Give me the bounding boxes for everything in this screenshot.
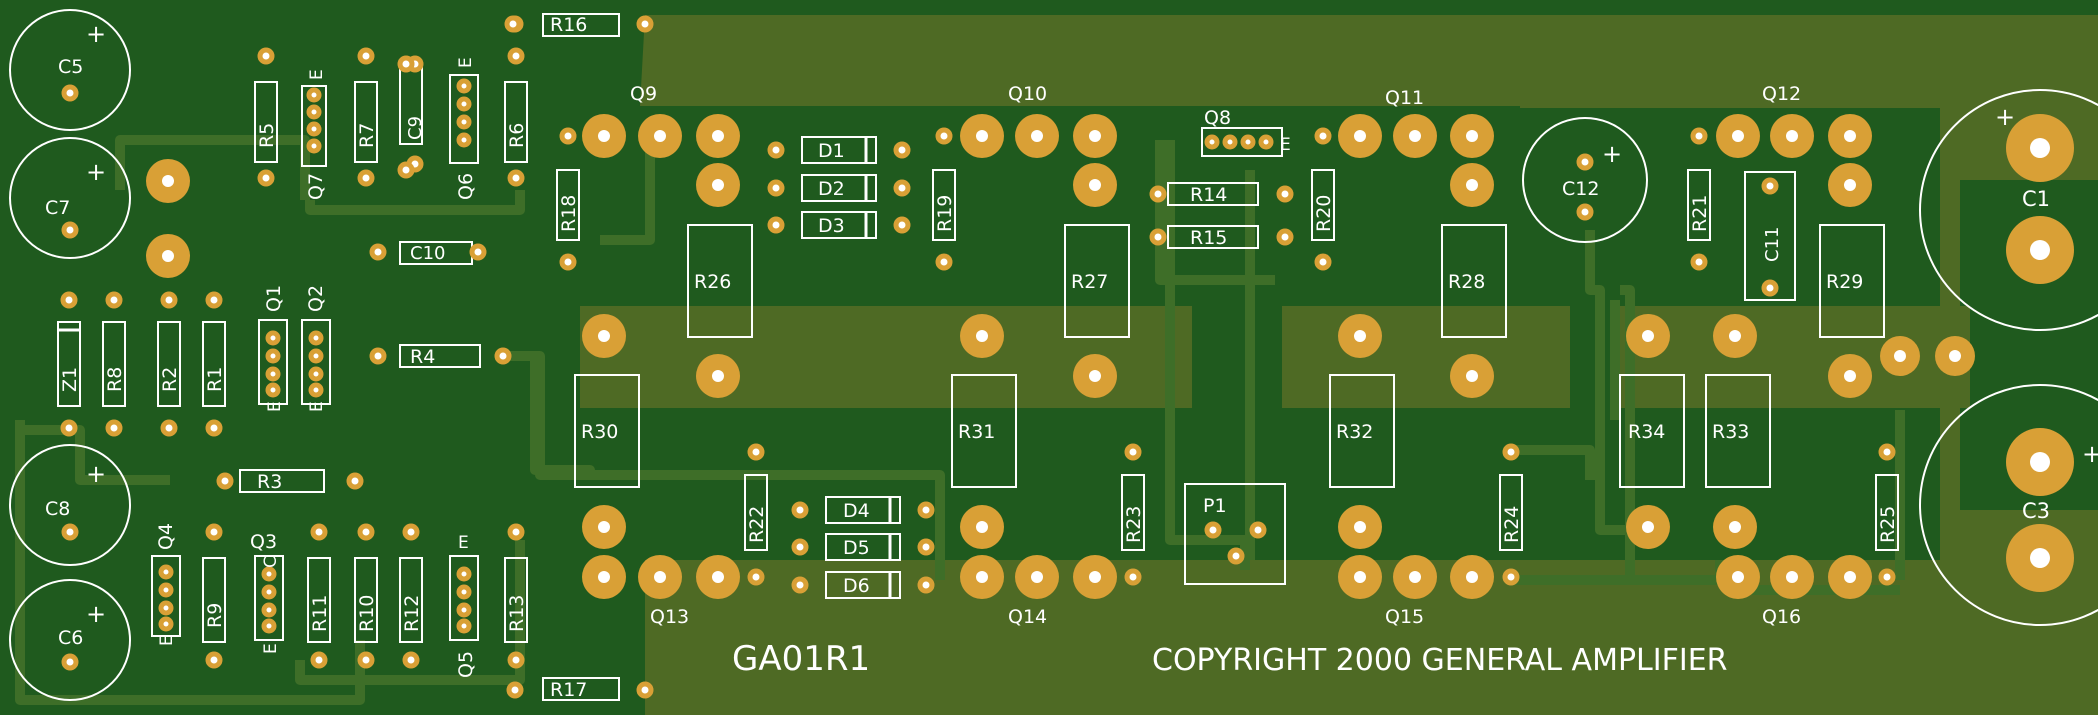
component-outlines <box>57 13 1899 701</box>
transistor-labels: Q9 Q10 Q11 Q12 Q8 Q13 Q14 Q15 Q16 Q7 Q6 … <box>155 83 1801 678</box>
label-c6: C6 <box>58 627 83 649</box>
label-c8: C8 <box>45 498 70 520</box>
label-r15: R15 <box>1190 227 1227 249</box>
emitter-q3: E <box>261 643 281 654</box>
collector-q3: C <box>261 556 281 568</box>
label-r11: R11 <box>309 595 331 632</box>
label-d5: D5 <box>843 537 870 559</box>
label-q16: Q16 <box>1762 606 1801 628</box>
label-d2: D2 <box>818 178 845 200</box>
label-r17: R17 <box>550 679 587 701</box>
label-q11: Q11 <box>1385 87 1424 109</box>
label-q15: Q15 <box>1385 606 1424 628</box>
plus-c6: + <box>86 600 106 628</box>
label-r29: R29 <box>1826 271 1863 293</box>
label-d1: D1 <box>818 140 845 162</box>
label-c9: C9 <box>405 116 426 140</box>
label-q3: Q3 <box>250 531 277 553</box>
label-r32: R32 <box>1336 421 1373 443</box>
label-q14: Q14 <box>1008 606 1047 628</box>
plus-c3: + <box>2082 440 2098 468</box>
copyright-notice: COPYRIGHT 2000 GENERAL AMPLIFIER <box>1152 643 1728 678</box>
emitter-q6: E <box>456 57 476 68</box>
emitter-q1: E <box>265 401 285 412</box>
label-d3: D3 <box>818 215 845 237</box>
label-p1: P1 <box>1203 495 1227 517</box>
diode-labels: D1 D2 D3 D4 D5 D6 <box>818 140 870 597</box>
label-r23: R23 <box>1123 506 1145 543</box>
label-r26: R26 <box>694 271 731 293</box>
diode-bands <box>58 137 892 598</box>
label-q13: Q13 <box>650 606 689 628</box>
label-r18: R18 <box>558 195 580 232</box>
label-r21: R21 <box>1689 195 1711 232</box>
emitter-q5: E <box>458 533 469 553</box>
label-c11: C11 <box>1762 227 1783 262</box>
label-q4: Q4 <box>155 523 177 550</box>
label-r1: R1 <box>204 367 226 392</box>
label-r24: R24 <box>1501 506 1523 543</box>
label-q12: Q12 <box>1762 83 1801 105</box>
label-r7: R7 <box>356 123 378 148</box>
label-q9: Q9 <box>630 83 657 105</box>
label-r10: R10 <box>356 595 378 632</box>
label-d4: D4 <box>843 500 870 522</box>
label-r12: R12 <box>401 595 423 632</box>
label-c12: C12 <box>1562 178 1599 200</box>
label-r8: R8 <box>104 367 126 392</box>
label-q6: Q6 <box>455 173 477 200</box>
label-c5: C5 <box>58 56 83 78</box>
label-c3: C3 <box>2022 499 2050 523</box>
label-r27: R27 <box>1071 271 1108 293</box>
pin-marks: E E E E E E C E E <box>157 57 1291 654</box>
label-q8: Q8 <box>1204 107 1231 129</box>
label-r6: R6 <box>506 123 528 148</box>
label-c7: C7 <box>45 197 70 219</box>
label-r28: R28 <box>1448 271 1485 293</box>
label-r19: R19 <box>934 195 956 232</box>
label-r33: R33 <box>1712 421 1749 443</box>
polarity-marks: + + + + + + + <box>86 20 2098 628</box>
plus-c7: + <box>86 158 106 186</box>
label-r9: R9 <box>204 603 226 628</box>
label-q10: Q10 <box>1008 83 1047 105</box>
label-r20: R20 <box>1313 195 1335 232</box>
label-r31: R31 <box>958 421 995 443</box>
label-r14: R14 <box>1190 184 1227 206</box>
label-q5: Q5 <box>455 651 477 678</box>
board-id: GA01R1 <box>732 639 870 679</box>
resistor-labels: R16 R17 R4 R3 R14 R15 R26 R27 R28 R29 R3… <box>59 14 1899 701</box>
label-c10: C10 <box>410 243 445 264</box>
plus-c1: + <box>1995 103 2015 131</box>
label-r22: R22 <box>746 506 768 543</box>
plus-c8: + <box>86 460 106 488</box>
label-r4: R4 <box>410 346 435 368</box>
label-r25: R25 <box>1877 506 1899 543</box>
emitter-q4: E <box>157 635 177 646</box>
label-d6: D6 <box>843 575 870 597</box>
label-q1: Q1 <box>263 285 285 312</box>
label-z1: Z1 <box>59 367 81 392</box>
plus-c5: + <box>86 20 106 48</box>
pad-holes <box>162 130 2050 583</box>
label-r13: R13 <box>506 595 528 632</box>
polar-capacitors <box>9 9 2098 701</box>
label-q2: Q2 <box>305 285 327 312</box>
emitter-q7: E <box>307 69 327 80</box>
label-r34: R34 <box>1628 421 1665 443</box>
label-r30: R30 <box>581 421 618 443</box>
emitter-q8: E <box>1280 135 1291 155</box>
label-r2: R2 <box>159 367 181 392</box>
emitter-q2: E <box>307 401 327 412</box>
small-pads <box>60 15 1896 699</box>
capacitor-labels: C5 C7 C8 C6 C12 C1 C3 C9 C10 C11 <box>45 56 2050 649</box>
label-c1: C1 <box>2022 187 2050 211</box>
label-r3: R3 <box>257 471 282 493</box>
plus-c12: + <box>1602 140 1622 168</box>
label-r5: R5 <box>256 123 278 148</box>
label-r16: R16 <box>550 14 587 36</box>
label-q7: Q7 <box>305 173 327 200</box>
